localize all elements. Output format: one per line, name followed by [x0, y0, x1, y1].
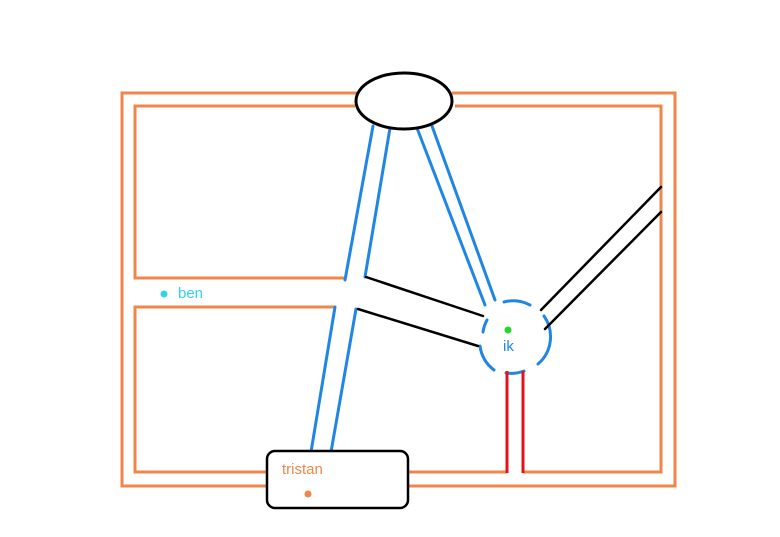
blue-road-diagonal-right	[430, 124, 497, 302]
ben-marker	[160, 290, 168, 298]
blue-road-left-inner-lower	[329, 307, 358, 454]
black-road-lower	[356, 307, 480, 348]
red-roads	[505, 371, 525, 473]
outer-road-top-right	[407, 91, 677, 488]
black-roads	[356, 185, 663, 348]
black-road-upper	[364, 275, 485, 318]
blue-road-diagonal-left	[415, 126, 487, 307]
top-plaza	[354, 71, 454, 131]
orange-roads	[120, 91, 677, 488]
inner-block-top-left	[133, 104, 355, 280]
black-road-ne-inner	[543, 210, 663, 331]
tristan-label: tristan	[282, 461, 323, 478]
ik-marker	[504, 326, 512, 334]
ben-label: ben	[178, 285, 203, 302]
blue-road-left-outer-upper	[343, 124, 375, 282]
outer-road-top-left	[120, 91, 357, 488]
blue-road-left-inner-upper	[363, 126, 392, 279]
black-road-ne-outer	[539, 185, 663, 312]
inner-block-right	[455, 104, 663, 474]
tristan-building	[265, 449, 410, 510]
blue-roads	[309, 124, 552, 454]
blue-road-left-outer-lower	[309, 305, 337, 454]
ik-label: ik	[503, 338, 514, 355]
tristan-marker	[304, 490, 312, 498]
inner-block-bottom-left	[133, 305, 335, 474]
ik-junction-outline	[478, 299, 552, 375]
